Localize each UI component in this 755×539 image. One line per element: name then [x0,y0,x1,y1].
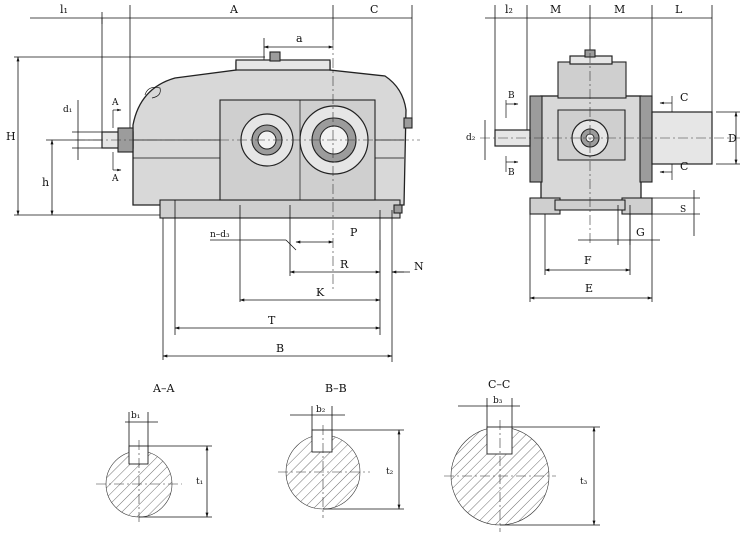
dim-label-R: R [340,258,349,271]
dim-label-D: D [728,132,737,145]
oil-plug [403,117,413,129]
section-title-A-A: A–A [152,382,175,395]
base-flange [159,199,401,219]
depth-label-t3: t₃ [580,477,588,487]
side-housing-top [557,61,627,99]
dim-label-d2: d₂ [466,133,476,143]
keyway-A [128,445,149,465]
depth-label-t1: t₁ [196,477,203,487]
dim-label-L: L [675,3,683,16]
dim-label-A: A [229,3,239,16]
section-C-C: C–C b₃ t₃ [444,378,600,532]
dim-label-T: T [268,314,276,327]
dim-label-B: B [276,342,284,355]
dim-label-l2: l₂ [505,3,513,16]
dim-label-h: h [42,176,49,189]
key-label-b1: b₁ [131,411,140,421]
dim-label-E: E [585,282,593,295]
section-mark-C-top: C [680,91,688,104]
leader-n-d3 [285,239,297,251]
section-mark-A-bottom: A [111,174,119,184]
section-A-A: A–A b₁ t₁ [96,382,212,525]
dim-label-N: N [414,260,424,273]
front-view: l₁ A C a H h d₁ A A [6,3,424,362]
keyway-C [486,426,513,455]
drain-plug [393,204,403,214]
dim-label-P: P [350,226,358,239]
right-foot [621,197,653,215]
section-mark-B-top: B [508,91,515,101]
dim-label-C: C [370,3,378,16]
dim-label-M-right: M [614,3,625,16]
keyway-B [311,429,333,453]
dim-label-n-d3: n–d₃ [210,230,230,240]
dim-label-K: K [316,286,325,299]
key-label-b3: b₃ [493,396,503,406]
dim-label-F: F [584,254,592,267]
section-B-B: B–B b₂ t₂ [278,382,404,518]
section-mark-B-bottom: B [508,168,515,178]
dim-label-H: H [6,130,16,143]
dim-label-S: S [680,205,686,215]
left-bearing-flange [529,95,543,183]
dim-label-d1: d₁ [63,105,72,115]
right-bearing-flange [639,95,653,183]
depth-label-t2: t₂ [386,467,394,477]
breather-plug [269,51,281,62]
dim-label-l1: l₁ [60,3,68,16]
lifting-lug [144,86,161,99]
inspection-cover [235,59,331,71]
section-mark-C-bottom: C [680,160,688,173]
section-mark-A-top: A [111,98,119,108]
section-title-C-C: C–C [488,378,510,391]
dim-label-M-left: M [550,3,561,16]
section-title-B-B: B–B [325,382,347,395]
key-label-b2: b₂ [316,405,326,415]
dim-label-a: a [296,32,303,45]
side-view: l₂ M M L d₂ B B C [466,3,740,302]
dim-label-G: G [636,226,645,239]
